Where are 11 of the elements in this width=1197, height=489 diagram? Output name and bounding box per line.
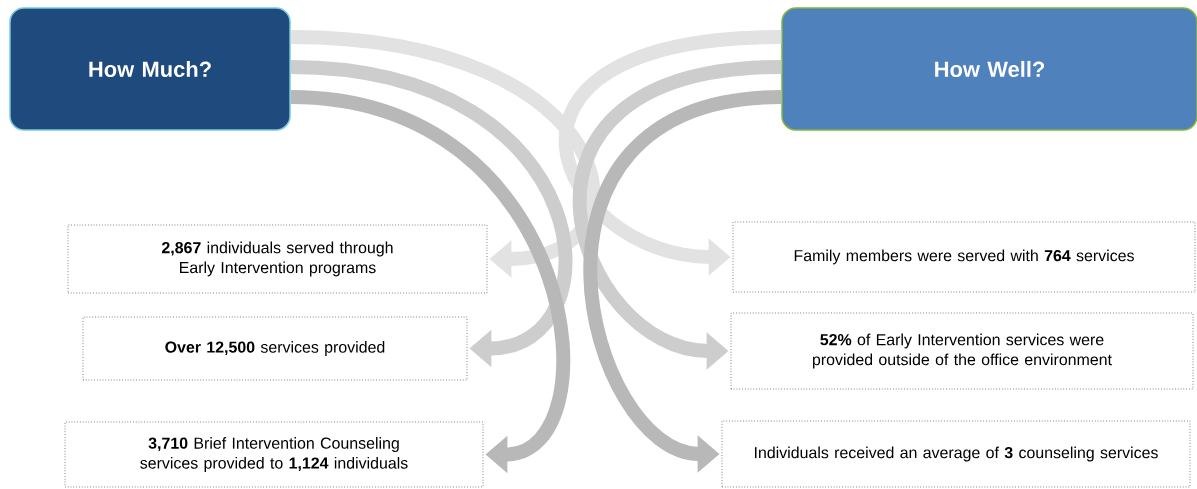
curved-arrow [290, 60, 572, 368]
curved-arrow [290, 30, 600, 278]
text-box: 52% of Early Intervention services were provided outside of the office environment [730, 312, 1194, 390]
curved-arrow [290, 90, 571, 474]
heading-box: How Much? [9, 7, 291, 131]
heading-box: How Well? [781, 7, 1197, 131]
text-box: 2,867 individuals served through Early Intervention programs [67, 224, 488, 294]
text-box: Family members were served with 764 services [732, 221, 1196, 293]
text-box: Individuals received an average of 3 counseling services [721, 420, 1191, 488]
text-box: Over 12,500 services provided [82, 316, 468, 381]
text-box: 3,710 Brief Intervention Counseling services provided to 1,124 individuals [64, 421, 484, 488]
